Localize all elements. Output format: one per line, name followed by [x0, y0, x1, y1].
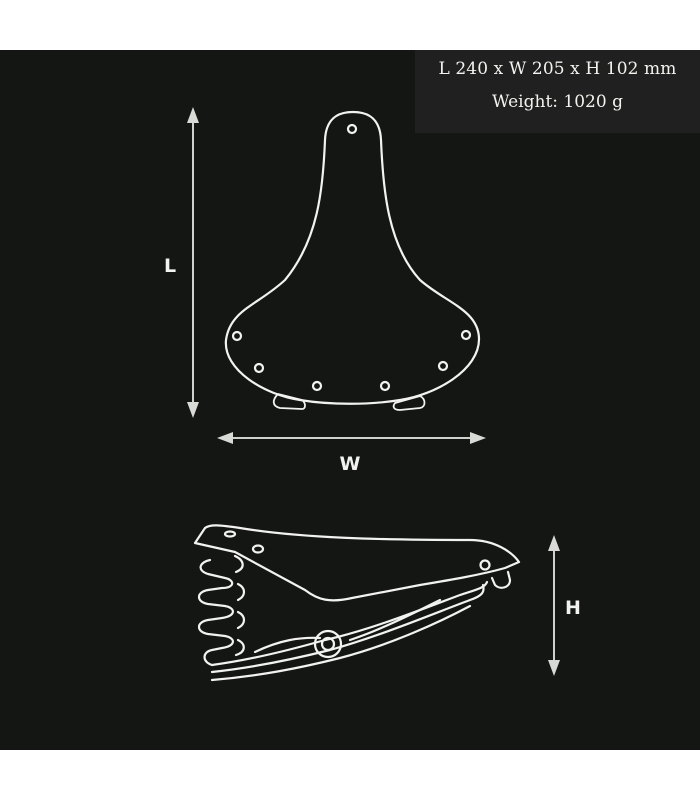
height-label: H [565, 597, 581, 619]
length-label: L [164, 255, 176, 277]
dimensions-text: L 240 x W 205 x H 102 mm [438, 59, 677, 79]
saddle-side-view-icon [193, 524, 521, 682]
spec-info-box: L 240 x W 205 x H 102 mm Weight: 1020 g [415, 50, 700, 133]
weight-text: Weight: 1020 g [492, 92, 623, 112]
saddle-top-view-icon [224, 110, 481, 411]
width-label: W [340, 453, 361, 475]
